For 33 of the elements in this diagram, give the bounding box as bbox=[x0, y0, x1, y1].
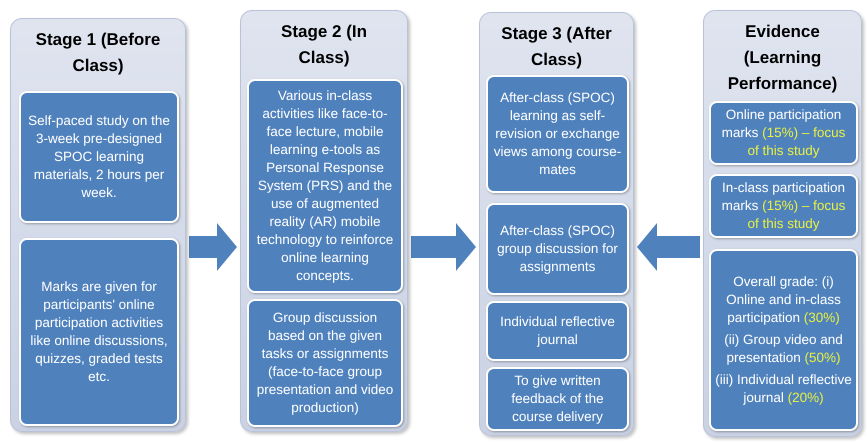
stage-column bbox=[479, 12, 634, 436]
box-text: Online participation marks (15%) – focus of this study bbox=[720, 106, 846, 160]
box-text: Overall grade: (i) Online and in-class participation (30%) (ii) Group video and presentation (50%) (iii) Individual reflective journal (20%) bbox=[715, 273, 852, 407]
column-heading: Evidence (Learning Performance) bbox=[726, 21, 838, 95]
box-text: In-class participation marks (15%) – focus of this study bbox=[720, 179, 846, 233]
stage-column bbox=[240, 10, 408, 432]
box-text: Self-paced study on the 3-week pre-designed SPOC learning materials, 2 hours per week. bbox=[27, 112, 171, 202]
box-text: Individual reflective journal bbox=[499, 313, 616, 349]
column-heading: Stage 2 (In Class) bbox=[280, 21, 368, 69]
text-box bbox=[19, 91, 179, 223]
box-text: After-class (SPOC) learning as self-revision or exchange views among course-mates bbox=[492, 89, 622, 179]
block-arrow bbox=[189, 223, 237, 271]
block-arrow bbox=[637, 223, 700, 271]
column-heading: Stage 1 (Before Class) bbox=[34, 29, 162, 77]
text-box bbox=[709, 101, 858, 165]
block-arrow bbox=[411, 223, 476, 271]
box-text: After-class (SPOC) group discussion for assignments bbox=[496, 222, 619, 276]
text-box bbox=[709, 249, 858, 431]
box-text: Marks are given for participants' online participation activities like online discussions, quizzes, graded tests etc. bbox=[29, 278, 169, 386]
text-box bbox=[247, 79, 403, 293]
text-box bbox=[486, 301, 629, 361]
text-box bbox=[247, 299, 403, 427]
box-text: Group discussion based on the given tasks or assignments (face-to-face group presentation and video production) bbox=[256, 309, 394, 417]
text-box bbox=[486, 75, 629, 193]
box-text: To give written feedback of the course delivery bbox=[510, 372, 605, 426]
stage-column bbox=[703, 10, 862, 437]
text-box bbox=[19, 238, 179, 426]
stage-column bbox=[10, 18, 186, 432]
column-heading: Stage 3 (After Class) bbox=[500, 23, 613, 71]
text-box bbox=[486, 367, 629, 431]
box-text: Various in-class activities like face-to-face lecture, mobile learning e-tools as Personal Response System (PRS) and the use of augmented reality (AR) mobile technology to reinforce online learning concepts. bbox=[256, 87, 394, 285]
text-box bbox=[709, 174, 858, 238]
text-box bbox=[486, 203, 629, 295]
